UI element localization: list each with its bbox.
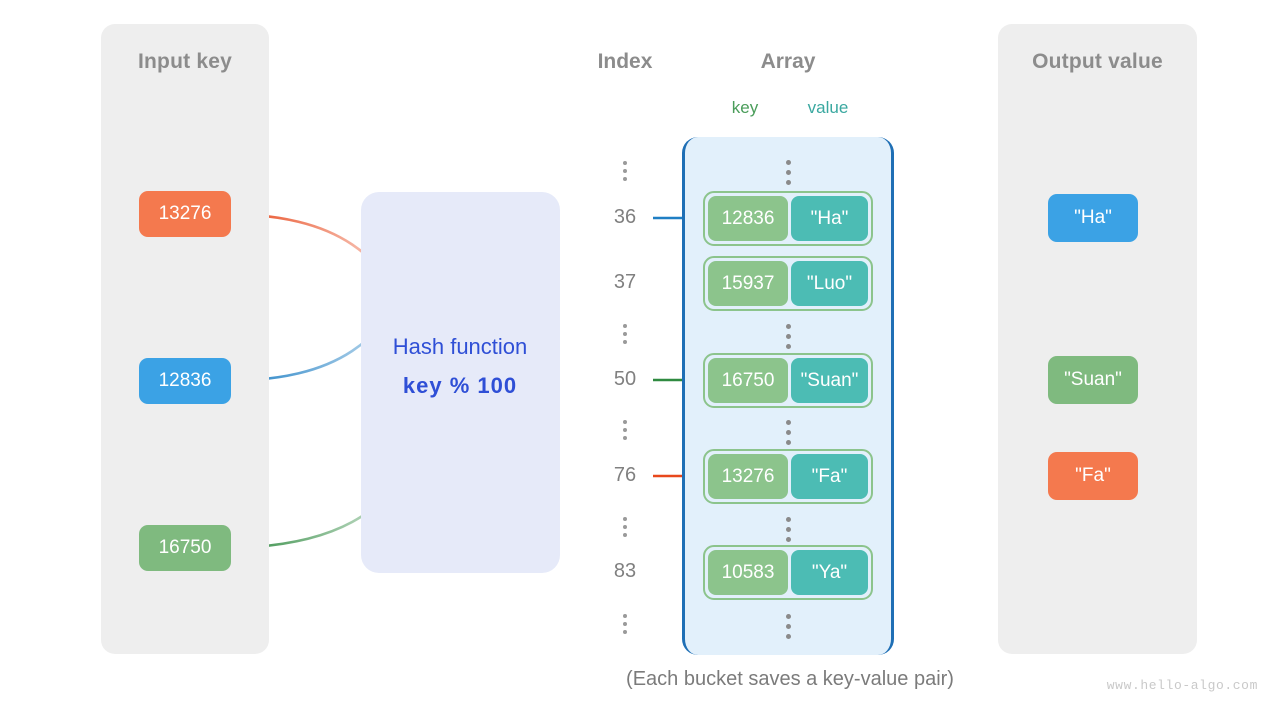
bucket-83-value: "Ya" — [791, 550, 868, 595]
input-panel-title: Input key — [138, 50, 232, 73]
index-ellipsis-bottom — [590, 610, 660, 638]
hash-function-box — [361, 192, 560, 573]
index-label-50: 50 — [613, 368, 637, 390]
output-value-suan[interactable]: "Suan" — [1048, 356, 1138, 404]
value-column-heading: value — [807, 98, 849, 117]
array-column-heading: Array — [760, 50, 816, 73]
input-key-16750[interactable]: 16750 — [139, 525, 231, 571]
index-ellipsis-3 — [590, 416, 660, 444]
bucket-37-value: "Luo" — [791, 261, 868, 306]
output-value-fa[interactable]: "Fa" — [1048, 452, 1138, 500]
index-ellipsis-top — [590, 157, 660, 185]
diagram-caption: (Each bucket saves a key-value pair) — [626, 668, 954, 690]
bucket-83-key: 10583 — [708, 550, 788, 595]
index-ellipsis-4 — [590, 513, 660, 541]
bucket-76-key: 13276 — [708, 454, 788, 499]
bucket-76[interactable]: 13276 "Fa" — [703, 449, 873, 504]
array-ellipsis-2 — [763, 319, 813, 354]
bucket-50-value: "Suan" — [791, 358, 868, 403]
input-key-12836[interactable]: 12836 — [139, 358, 231, 404]
array-ellipsis-top — [763, 155, 813, 190]
output-panel-title: Output value — [1032, 50, 1163, 73]
array-ellipsis-3 — [763, 415, 813, 450]
bucket-36-key: 12836 — [708, 196, 788, 241]
bucket-36[interactable]: 12836 "Ha" — [703, 191, 873, 246]
index-ellipsis-2 — [590, 320, 660, 348]
input-key-13276[interactable]: 13276 — [139, 191, 231, 237]
index-label-76: 76 — [613, 464, 637, 486]
array-ellipsis-4 — [763, 512, 813, 547]
index-label-36: 36 — [613, 206, 637, 228]
bucket-83[interactable]: 10583 "Ya" — [703, 545, 873, 600]
array-ellipsis-bottom — [763, 609, 813, 644]
key-column-heading: key — [731, 98, 759, 117]
watermark: www.hello-algo.com — [1106, 678, 1258, 693]
index-column-heading: Index — [597, 50, 653, 73]
bucket-37[interactable]: 15937 "Luo" — [703, 256, 873, 311]
output-value-ha[interactable]: "Ha" — [1048, 194, 1138, 242]
bucket-37-key: 15937 — [708, 261, 788, 306]
bucket-50[interactable]: 16750 "Suan" — [703, 353, 873, 408]
index-label-83: 83 — [613, 560, 637, 582]
output-value-panel: Output value — [998, 24, 1197, 654]
bucket-76-value: "Fa" — [791, 454, 868, 499]
bucket-36-value: "Ha" — [791, 196, 868, 241]
index-label-37: 37 — [613, 271, 637, 293]
bucket-50-key: 16750 — [708, 358, 788, 403]
